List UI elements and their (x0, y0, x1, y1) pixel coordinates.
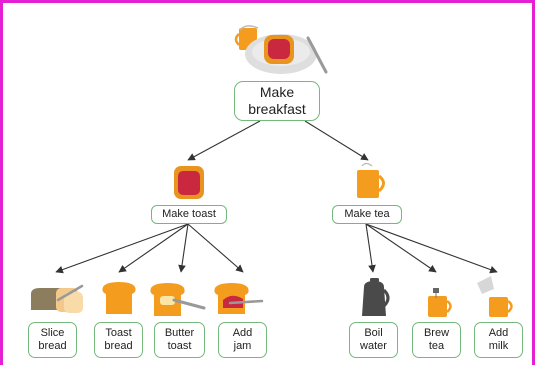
jam-toast-icon (214, 283, 264, 314)
connector-tea-brew (365, 223, 437, 273)
connector-tea-milk (365, 223, 498, 274)
node-add-jam: Add jam (218, 322, 267, 358)
node-toast-bread: Toast bread (94, 322, 143, 358)
node-boil-water: Boil water (349, 322, 398, 358)
node-add-milk: Add milk (474, 322, 523, 358)
connector-toast-toastbread (118, 223, 189, 273)
connectors (55, 120, 498, 274)
breakfast-icon (234, 25, 328, 74)
connector-root-tea (304, 120, 369, 161)
node-butter-toast: Butter toast (154, 322, 205, 358)
mug-icon (357, 162, 385, 198)
connector-toast-slice (55, 223, 189, 274)
node-make-tea: Make tea (332, 205, 402, 224)
buttered-toast-icon (150, 283, 206, 316)
node-make-breakfast: Make breakfast (234, 81, 320, 121)
connector-toast-jam (187, 223, 244, 273)
tea-mug-icon (428, 288, 452, 317)
kettle-icon (362, 278, 390, 316)
connector-root-toast (187, 120, 261, 161)
toast-with-jam-icon (174, 166, 204, 199)
node-brew-tea: Brew tea (412, 322, 461, 358)
connector-tea-boil (365, 223, 376, 273)
node-make-toast: Make toast (151, 205, 227, 224)
toast-slice-icon (102, 282, 136, 314)
connector-toast-butter (178, 223, 189, 273)
milk-jug-and-mug-icon (477, 276, 513, 317)
bread-loaf-icon (31, 284, 84, 313)
node-slice-bread: Slice bread (28, 322, 77, 358)
